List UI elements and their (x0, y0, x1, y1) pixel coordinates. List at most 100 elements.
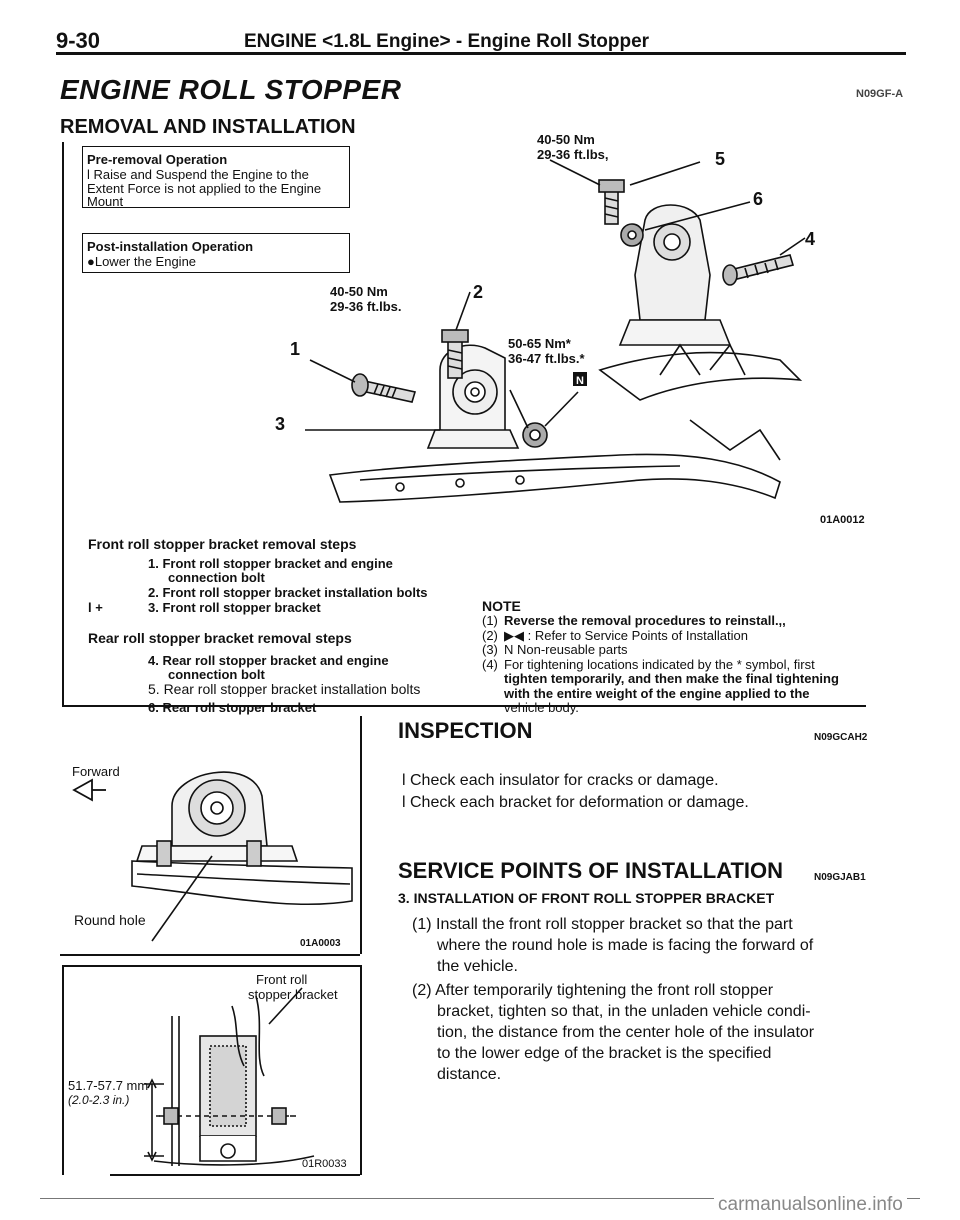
note-num-4: (4) (482, 656, 498, 672)
note-text-1: Reverse the removal procedures to reinst… (504, 613, 786, 628)
rear-step-4: 4. Rear roll stopper bracket and engine (148, 653, 389, 668)
frame-left-rule (62, 142, 64, 706)
front-step-3-prefix: l + (88, 600, 103, 615)
service-para-1-line-3: the vehicle. (437, 958, 518, 975)
front-step-1-text: 1. Front roll stopper bracket and engine (148, 556, 393, 571)
torque-star-nm: 50-65 Nm* (508, 336, 571, 351)
post-installation-line1: ●Lower the Engine (87, 254, 197, 269)
note-text-6: with the entire weight of the engine app… (504, 685, 810, 701)
rear-step-6: 6. Rear roll stopper bracket (148, 700, 317, 715)
note-heading: NOTE (482, 598, 521, 614)
fig-bracket-right-rule (360, 965, 362, 1175)
dimension-mm: 51.7-57.7 mm (68, 1078, 149, 1093)
section-code: N09GF-A (856, 88, 904, 100)
note-line-1: (1) Reverse the removal procedures to rei… (482, 613, 862, 629)
footer-watermark: carmanualsonline.info (714, 1194, 907, 1216)
main-figure-code: 01A0012 (820, 514, 865, 526)
callout-1: 1 (290, 339, 300, 359)
service-para-1: (1) Install the front roll stopper brack… (412, 914, 813, 977)
note-text-2: ▶◀ : Refer to Service Points of Installa… (504, 627, 748, 643)
label-bracket-line2: stopper bracket (248, 987, 338, 1002)
fig-forward-bottom-rule (60, 954, 360, 956)
inspection-title: INSPECTION (398, 718, 533, 743)
callout-2: 2 (473, 282, 483, 302)
service-title: SERVICE POINTS OF INSTALLATION (398, 858, 784, 883)
note-line-3: (3) N Non-reusable parts (482, 642, 862, 658)
post-installation-box: Post-installation Operation ●Lower the E… (82, 233, 350, 273)
fig-forward-code: 01A0003 (300, 938, 341, 949)
service-para-2-line-2: bracket, tighten so that, in the unladen… (437, 1003, 811, 1020)
note-text-3: N Non-reusable parts (504, 642, 628, 657)
torque-mid-nm: 40-50 Nm (330, 284, 388, 299)
note-line-6: with the entire weight of the engine app… (482, 685, 862, 702)
note-list: (1) Reverse the removal procedures to rei… (482, 613, 862, 716)
post-installation-heading: Post-installation Operation (87, 239, 254, 254)
non-reusable-mark-label: N (576, 375, 584, 387)
bracket-distance-figure (144, 987, 315, 1166)
service-subheading: 3. INSTALLATION OF FRONT ROLL STOPPER BR… (398, 890, 775, 906)
note-num-3: (3) (482, 642, 498, 657)
service-para-2-line-3: tion, the distance from the center hole … (437, 1024, 815, 1041)
note-line-5: tighten temporarily, and then make the f… (482, 671, 862, 687)
running-title: ENGINE <1.8L Engine> - Engine Roll Stopp… (244, 31, 650, 52)
note-line-2: (2) ▶◀ : Refer to Service Points of Insta… (482, 627, 862, 644)
pre-removal-line2: Extent Force is not applied to the Engin… (87, 181, 322, 196)
callout-5: 5 (715, 149, 725, 169)
service-para-2: (2) After temporarily tightening the fro… (412, 980, 814, 1085)
section-title: ENGINE ROLL STOPPER (60, 74, 402, 105)
service-code: N09GJAB1 (814, 872, 866, 883)
front-step-3-text: 3. Front roll stopper bracket (148, 600, 321, 615)
front-steps-heading: Front roll stopper bracket removal steps (88, 536, 357, 552)
note-num-1: (1) (482, 613, 498, 628)
label-forward: Forward (72, 764, 120, 779)
page-number: 9-30 (56, 28, 101, 53)
fig-bracket-top-rule (62, 965, 362, 967)
callout-4: 4 (805, 229, 815, 249)
rear-steps-heading: Rear roll stopper bracket removal steps (88, 630, 352, 646)
callout-6: 6 (753, 189, 763, 209)
label-round-hole: Round hole (74, 912, 146, 928)
front-step-2: 2. Front roll stopper bracket installati… (148, 585, 428, 600)
front-step-1b-text: connection bolt (168, 570, 265, 585)
front-step-2-text: 2. Front roll stopper bracket installati… (148, 585, 428, 600)
inspection-code: N09GCAH2 (814, 732, 868, 743)
front-step-1b: connection bolt (168, 570, 265, 585)
torque-top-ft: 29-36 ft.lbs, (537, 147, 609, 162)
label-bracket-line1: Front roll (256, 972, 308, 987)
fig-forward-right-rule (360, 716, 362, 954)
note-text-7: vehicle body. (504, 700, 579, 715)
torque-star-ft: 36-47 ft.lbs.* (508, 351, 585, 366)
note-line-4: (4) For tightening locations indicated by… (482, 656, 862, 673)
engine-roll-stopper-exploded-view: 5 6 4 2 1 3 N (275, 149, 815, 503)
torque-mid-ft: 29-36 ft.lbs. (330, 299, 402, 314)
note-text-4: For tightening locations indicated by th… (504, 656, 815, 672)
fig-bracket-code: 01R0033 (302, 1158, 347, 1170)
pre-removal-line3: Mount (87, 194, 124, 209)
service-para-2-line-4: to the lower edge of the bracket is the … (437, 1045, 772, 1062)
removal-title: REMOVAL AND INSTALLATION (60, 116, 356, 138)
service-para-1-line-1: (1) Install the front roll stopper brack… (412, 916, 793, 933)
note-num-2: (2) (482, 627, 498, 643)
rear-step-5: 5. Rear roll stopper bracket installatio… (148, 681, 421, 697)
non-reusable-mark-icon (573, 372, 587, 386)
fig-bracket-left-rule (62, 965, 64, 1175)
round-hole-orientation-figure (72, 771, 353, 942)
pre-removal-heading: Pre-removal Operation (87, 152, 228, 167)
rear-step-4b: connection bolt (168, 667, 265, 682)
header-rule (56, 52, 906, 55)
pre-removal-box: Pre-removal Operation l Raise and Suspen… (82, 146, 350, 209)
fig-bracket-bottom-rule (110, 1174, 360, 1176)
service-para-2-line-1: (2) After temporarily tightening the fro… (412, 982, 774, 999)
inspection-item-1: l Check each insulator for cracks or dam… (402, 772, 719, 789)
note-text-5: tighten temporarily, and then make the f… (504, 671, 839, 686)
dimension-in: (2.0-2.3 in.) (68, 1093, 130, 1107)
pre-removal-line1: l Raise and Suspend the Engine to the (87, 167, 309, 182)
service-para-1-line-2: where the round hole is made is facing t… (437, 937, 814, 954)
note-line-7: vehicle body. (482, 700, 862, 716)
frame-bottom-rule (62, 705, 866, 707)
inspection-item-2: l Check each bracket for deformation or … (402, 794, 749, 811)
footer-rule (40, 1198, 920, 1199)
service-para-2-line-5: distance. (437, 1066, 502, 1083)
callout-3: 3 (275, 414, 285, 434)
forward-arrow-icon (72, 778, 106, 802)
